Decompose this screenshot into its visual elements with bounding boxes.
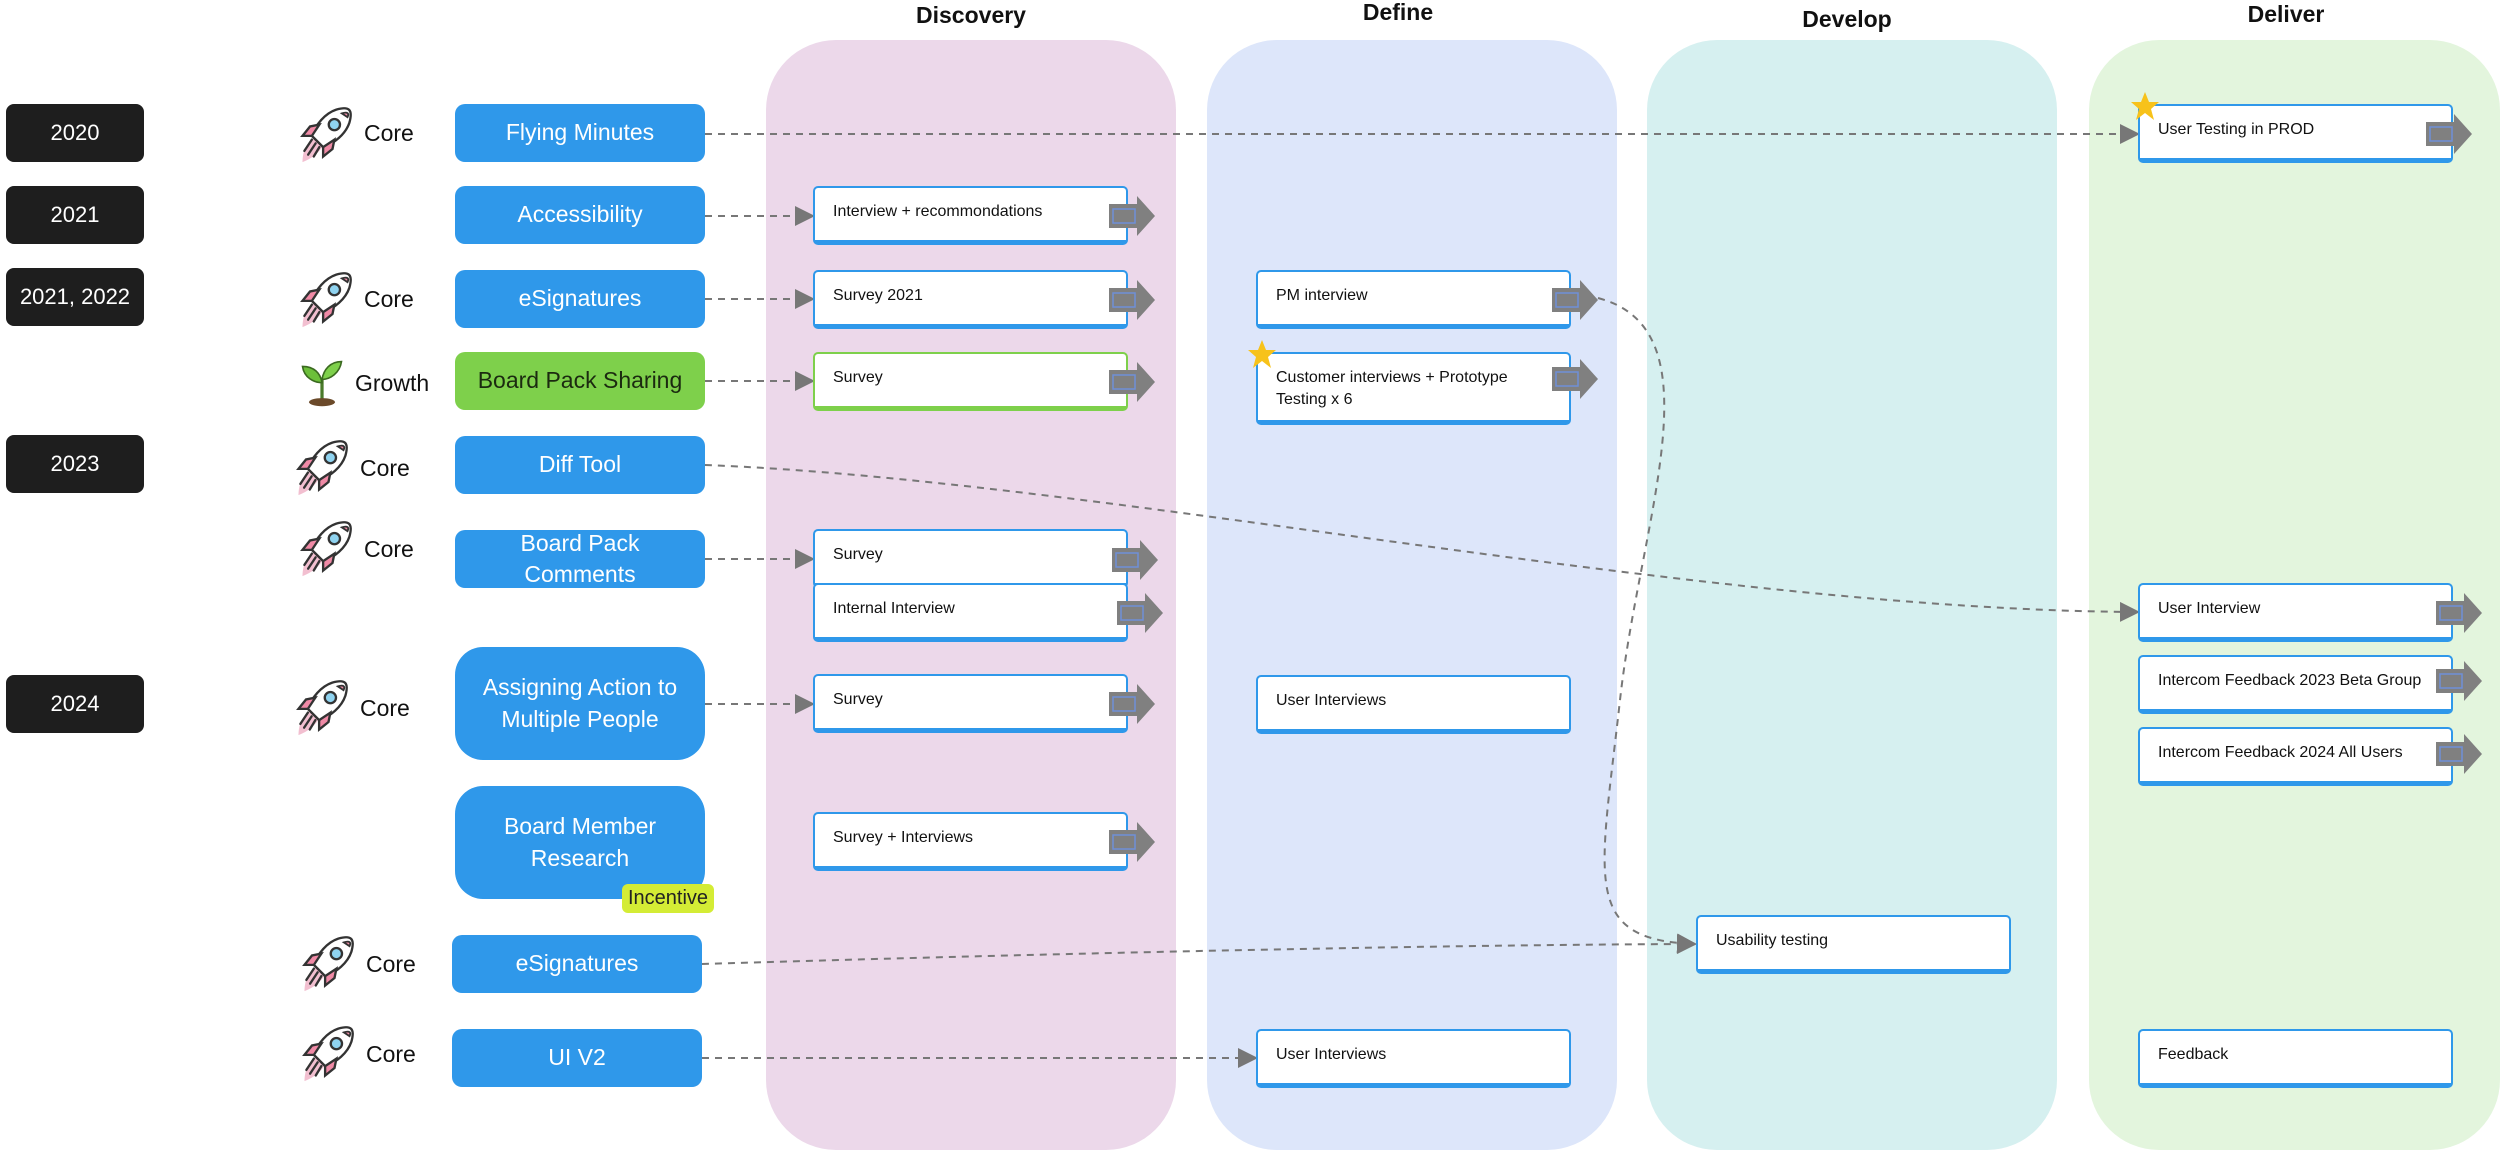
phase-title-define: Define	[1362, 0, 1434, 25]
rocket-icon	[295, 104, 355, 164]
phase-title-develop: Develop	[1802, 6, 1892, 32]
year-badge: 2024	[6, 675, 144, 733]
initiative-diff-tool[interactable]: Diff Tool	[455, 436, 705, 494]
arrow-tag-icon[interactable]	[1552, 280, 1598, 320]
category-label: Growth	[355, 370, 430, 396]
arrow-tag-icon[interactable]	[2436, 661, 2482, 701]
discovery-card[interactable]: Survey	[813, 529, 1128, 588]
discovery-card[interactable]: Interview + recommondations	[813, 186, 1128, 245]
initiative-esignatures[interactable]: eSignatures	[455, 270, 705, 328]
initiative-assigning-action[interactable]: Assigning Action to Multiple People	[455, 647, 705, 760]
initiative-board-member-research[interactable]: Board Member Research	[455, 786, 705, 899]
star-icon	[1247, 339, 1277, 369]
year-badge: 2023	[6, 435, 144, 493]
incentive-tag: Incentive	[622, 884, 715, 913]
define-card[interactable]: Customer interviews + Prototype Testing …	[1256, 352, 1571, 425]
arrow-tag-icon[interactable]	[2436, 593, 2482, 633]
deliver-card[interactable]: User Interview	[2138, 583, 2453, 642]
arrow-tag-icon[interactable]	[1109, 362, 1155, 402]
rocket-icon	[295, 518, 355, 578]
arrow-tag-icon[interactable]	[2426, 114, 2472, 154]
define-card[interactable]: User Interviews	[1256, 675, 1571, 734]
rocket-icon	[291, 437, 351, 497]
rocket-icon	[291, 677, 351, 737]
rocket-icon	[297, 1023, 357, 1083]
deliver-card[interactable]: Feedback	[2138, 1029, 2453, 1088]
arrow-tag-icon[interactable]	[2436, 734, 2482, 774]
category-label: Core	[364, 120, 414, 146]
initiative-board-pack-comments[interactable]: Board Pack Comments	[455, 530, 705, 588]
initiative-board-pack-sharing[interactable]: Board Pack Sharing	[455, 352, 705, 410]
define-card[interactable]: User Interviews	[1256, 1029, 1571, 1088]
sprout-icon	[296, 353, 348, 409]
rocket-icon	[297, 933, 357, 993]
deliver-card[interactable]: User Testing in PROD	[2138, 104, 2453, 163]
category-label: Core	[366, 951, 416, 977]
arrow-tag-icon[interactable]	[1109, 196, 1155, 236]
arrow-tag-icon[interactable]	[1109, 280, 1155, 320]
year-badge: 2021, 2022	[6, 268, 144, 326]
define-lane	[1207, 40, 1617, 1150]
year-badge: 2021	[6, 186, 144, 244]
rocket-icon	[295, 269, 355, 329]
discovery-card[interactable]: Survey	[813, 352, 1128, 411]
define-card[interactable]: PM interview	[1256, 270, 1571, 329]
discovery-card[interactable]: Survey	[813, 674, 1128, 733]
deliver-card[interactable]: Intercom Feedback 2024 All Users	[2138, 727, 2453, 786]
category-label: Core	[364, 286, 414, 312]
category-label: Core	[360, 695, 410, 721]
deliver-card[interactable]: Intercom Feedback 2023 Beta Group	[2138, 655, 2453, 714]
arrow-tag-icon[interactable]	[1552, 359, 1598, 399]
initiative-accessibility[interactable]: Accessibility	[455, 186, 705, 244]
category-label: Core	[360, 455, 410, 481]
initiative-ui-v2[interactable]: UI V2	[452, 1029, 702, 1087]
year-badge: 2020	[6, 104, 144, 162]
phase-title-discovery: Discovery	[916, 2, 1026, 28]
category-label: Core	[364, 536, 414, 562]
initiative-esignatures-2[interactable]: eSignatures	[452, 935, 702, 993]
arrow-tag-icon[interactable]	[1109, 822, 1155, 862]
arrow-tag-icon[interactable]	[1109, 684, 1155, 724]
arrow-tag-icon[interactable]	[1112, 540, 1158, 580]
initiative-flying-minutes[interactable]: Flying Minutes	[455, 104, 705, 162]
discovery-card[interactable]: Internal Interview	[813, 583, 1128, 642]
star-icon	[2130, 91, 2160, 121]
arrow-tag-icon[interactable]	[1117, 593, 1163, 633]
discovery-card[interactable]: Survey + Interviews	[813, 812, 1128, 871]
category-label: Core	[366, 1041, 416, 1067]
develop-card[interactable]: Usability testing	[1696, 915, 2011, 974]
discovery-card[interactable]: Survey 2021	[813, 270, 1128, 329]
phase-title-deliver: Deliver	[2247, 1, 2325, 27]
